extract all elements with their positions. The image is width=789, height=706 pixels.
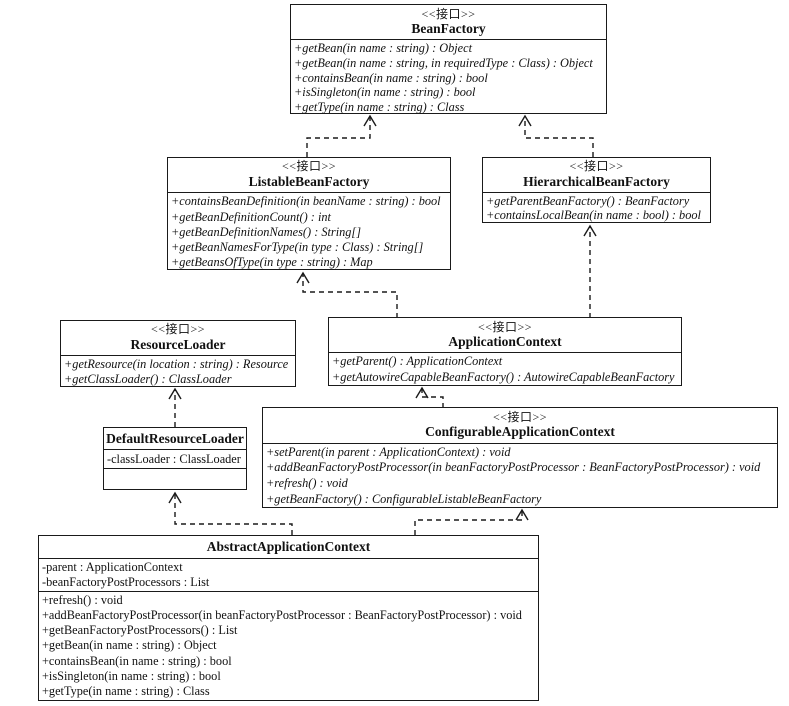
method-row: +getClassLoader() : ClassLoader bbox=[64, 371, 232, 386]
open-arrowhead-icon bbox=[363, 114, 377, 127]
method-row: +refresh() : void bbox=[266, 476, 348, 491]
class-name: HierarchicalBeanFactory bbox=[523, 174, 670, 190]
methods-compartment: +getBean(in name : string) : Object+getB… bbox=[291, 39, 606, 113]
method-row: +getResource(in location : string) : Res… bbox=[64, 357, 289, 372]
method-row: +getAutowireCapableBeanFactory() : Autow… bbox=[332, 369, 675, 384]
class-name: BeanFactory bbox=[411, 21, 486, 37]
attributes-compartment: -parent : ApplicationContext-beanFactory… bbox=[39, 558, 538, 591]
methods-compartment: +setParent(in parent : ApplicationContex… bbox=[263, 442, 777, 507]
class-name: DefaultResourceLoader bbox=[106, 430, 244, 446]
open-arrowhead-icon bbox=[168, 491, 182, 504]
class-box-HierarchicalBeanFactory: <<接口>>HierarchicalBeanFactory+getParentB… bbox=[482, 157, 711, 223]
method-row: +getBeanFactoryPostProcessors() : List bbox=[42, 623, 238, 638]
class-header: DefaultResourceLoader bbox=[104, 428, 246, 449]
class-name: ApplicationContext bbox=[448, 334, 562, 350]
method-row: +getBeanDefinitionCount() : int bbox=[171, 209, 331, 224]
class-header: <<接口>>BeanFactory bbox=[291, 5, 606, 39]
open-arrowhead-icon bbox=[168, 387, 182, 400]
methods-compartment: +containsBeanDefinition(in beanName : st… bbox=[168, 192, 450, 269]
method-row: +getBean(in name : string) : Object bbox=[294, 41, 473, 56]
class-header: <<接口>>ConfigurableApplicationContext bbox=[263, 408, 777, 443]
connector-ConfigurableApplicationContext-to-ApplicationContext bbox=[421, 388, 444, 408]
method-row: +setParent(in parent : ApplicationContex… bbox=[266, 444, 511, 459]
method-row: +containsLocalBean(in name : bool) : boo… bbox=[486, 208, 701, 222]
method-row: +isSingleton(in name : string) : bool bbox=[294, 85, 476, 100]
class-box-ResourceLoader: <<接口>>ResourceLoader +getResource(in loca… bbox=[60, 320, 296, 387]
class-name: ResourceLoader bbox=[130, 337, 226, 353]
class-name: AbstractApplicationContext bbox=[206, 539, 371, 555]
connector-ApplicationContext-to-ListableBeanFactory bbox=[302, 273, 398, 318]
class-box-ListableBeanFactory: <<接口>>ListableBeanFactory +containsBeanDe… bbox=[167, 157, 451, 270]
method-row: +containsBean(in name : string) : bool bbox=[42, 653, 232, 668]
method-row: +getBeanDefinitionNames() : String[] bbox=[171, 224, 361, 239]
class-box-ConfigurableApplicationContext: <<接口>>ConfigurableApplicationContext+set… bbox=[262, 407, 778, 508]
methods-compartment: +getResource(in location : string) : Res… bbox=[61, 355, 295, 386]
interface-stereotype: <<接口>> bbox=[569, 159, 624, 174]
method-row: +getBean(in name : string) : Object bbox=[42, 638, 217, 653]
attribute-row: -classLoader : ClassLoader bbox=[107, 452, 241, 466]
class-header: <<接口>>ListableBeanFactory bbox=[168, 158, 450, 192]
method-row: +getBean(in name : string, in requiredTy… bbox=[294, 55, 593, 70]
connector-ListableBeanFactory-to-BeanFactory bbox=[306, 116, 371, 157]
open-arrowhead-icon bbox=[296, 271, 310, 284]
attribute-row: -parent : ApplicationContext bbox=[42, 560, 183, 574]
method-row: +getParentBeanFactory() : BeanFactory bbox=[486, 193, 690, 208]
method-row: +containsBean(in name : string) : bool bbox=[294, 70, 488, 85]
method-row: +containsBeanDefinition(in beanName : st… bbox=[171, 194, 441, 209]
open-arrowhead-icon bbox=[515, 508, 529, 521]
class-box-DefaultResourceLoader: DefaultResourceLoader -classLoader : Clas… bbox=[103, 427, 247, 490]
interface-stereotype: <<接口>> bbox=[477, 319, 533, 334]
method-row: +addBeanFactoryPostProcessor(in beanFact… bbox=[266, 460, 761, 475]
attribute-row: -beanFactoryPostProcessors : List bbox=[42, 575, 210, 590]
method-row: +getParent() : ApplicationContext bbox=[332, 354, 503, 369]
interface-stereotype: <<接口>> bbox=[421, 6, 476, 21]
class-box-AbstractApplicationContext: AbstractApplicationContext -parent : Appl… bbox=[38, 535, 539, 701]
class-header: <<接口>>ApplicationContext bbox=[329, 318, 681, 352]
open-arrowhead-icon bbox=[415, 386, 429, 399]
open-arrowhead-icon bbox=[583, 224, 597, 237]
methods-compartment: +refresh() : void+addBeanFactoryPostProc… bbox=[39, 590, 538, 700]
class-header: AbstractApplicationContext bbox=[39, 536, 538, 558]
connector-HierarchicalBeanFactory-to-BeanFactory bbox=[524, 116, 594, 157]
method-row: +getType(in name : string) : Class bbox=[294, 99, 465, 113]
method-row: +getBeansOfType(in type : string) : Map bbox=[171, 255, 373, 269]
method-row: +getBeanNamesForType(in type : Class) : … bbox=[171, 240, 424, 255]
method-row: +refresh() : void bbox=[42, 592, 123, 607]
class-name: ConfigurableApplicationContext bbox=[425, 424, 615, 440]
method-row: +getType(in name : string) : Class bbox=[42, 684, 210, 699]
class-header: <<接口>>ResourceLoader bbox=[61, 321, 295, 355]
connector-AbstractApplicationContext-to-ConfigurableApplicationContext bbox=[414, 510, 523, 535]
attributes-compartment: -classLoader : ClassLoader bbox=[104, 449, 246, 468]
class-name: ListableBeanFactory bbox=[248, 174, 370, 190]
class-box-BeanFactory: <<接口>>BeanFactory+getBean(in name : stri… bbox=[290, 4, 607, 114]
methods-compartment: +getParent() : ApplicationContext+getAut… bbox=[329, 352, 681, 385]
interface-stereotype: <<接口>> bbox=[492, 409, 548, 424]
methods-compartment bbox=[104, 468, 246, 489]
class-header: <<接口>>HierarchicalBeanFactory bbox=[483, 158, 710, 192]
method-row: +isSingleton(in name : string) : bool bbox=[42, 669, 221, 684]
class-box-ApplicationContext: <<接口>>ApplicationContext+getParent() : A… bbox=[328, 317, 682, 386]
method-row: +addBeanFactoryPostProcessor(in beanFact… bbox=[42, 607, 522, 622]
interface-stereotype: <<接口>> bbox=[281, 159, 337, 174]
method-row: +getBeanFactory() : ConfigurableListable… bbox=[266, 491, 542, 506]
interface-stereotype: <<接口>> bbox=[150, 322, 206, 337]
methods-compartment: +getParentBeanFactory() : BeanFactory+co… bbox=[483, 191, 710, 222]
open-arrowhead-icon bbox=[518, 114, 532, 127]
